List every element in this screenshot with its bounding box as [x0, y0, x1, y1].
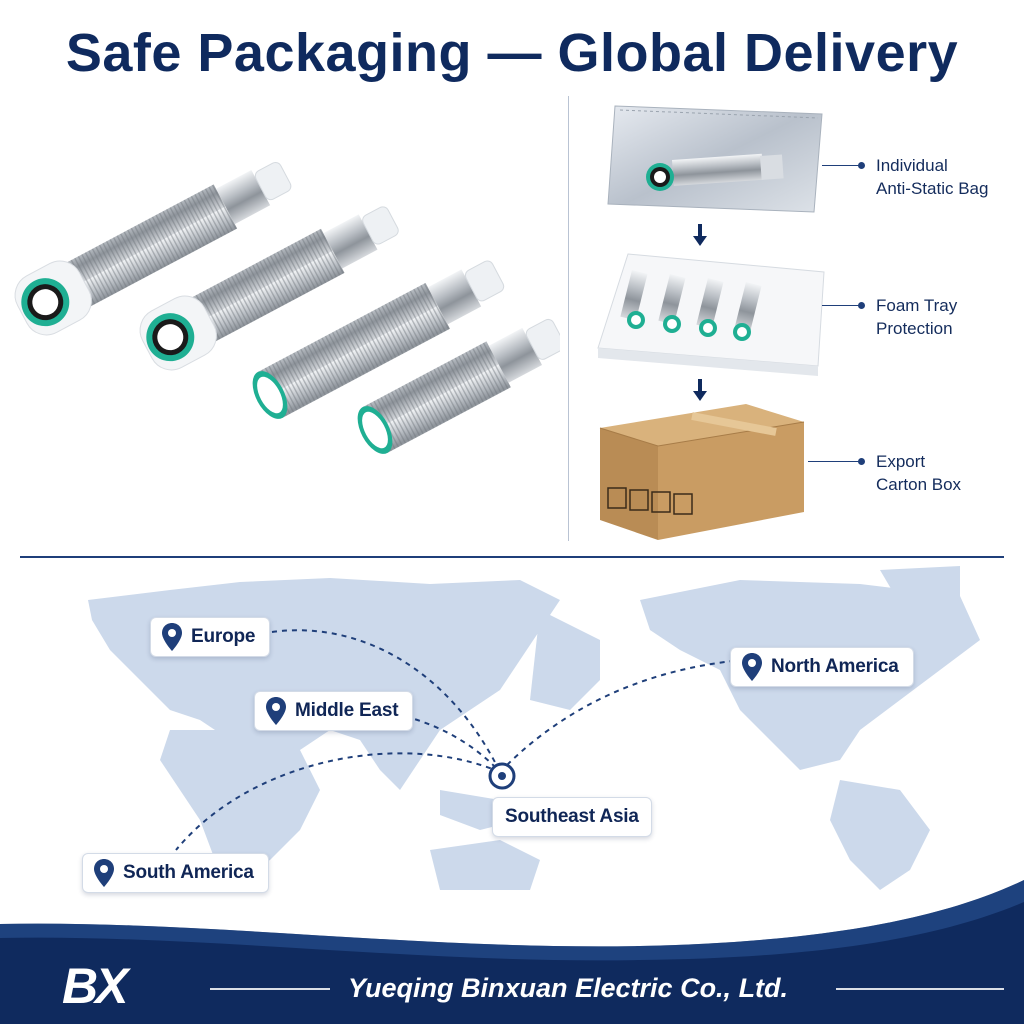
- anti-static-bag-image: [607, 105, 823, 213]
- horizontal-divider: [20, 556, 1004, 558]
- destination-europe: Europe: [150, 617, 271, 657]
- footer-line-left: [210, 988, 330, 990]
- carton-box-image: [599, 404, 805, 540]
- vertical-divider: [568, 96, 569, 541]
- destination-north-america: North America: [730, 647, 914, 687]
- destination-south-america: South America: [82, 853, 269, 893]
- map-pin-icon: [266, 697, 286, 725]
- foam-tray-image: [597, 253, 825, 376]
- sensor-2: [139, 206, 399, 371]
- company-name: Yueqing Binxuan Electric Co., Ltd.: [348, 973, 789, 1003]
- map-pin-icon: [94, 859, 114, 887]
- map-pin-icon: [742, 653, 762, 681]
- down-arrow-icon: [693, 379, 707, 401]
- sensor-1: [14, 161, 292, 336]
- sensor-product-image: [14, 161, 560, 454]
- page-title: Safe Packaging — Global Delivery: [65, 23, 959, 83]
- down-arrow-icon: [693, 224, 707, 246]
- sensor-4: [357, 318, 560, 454]
- map-pin-icon: [162, 623, 182, 651]
- sensor-3: [252, 260, 505, 419]
- destination-middle-east: Middle East: [254, 691, 414, 731]
- world-map: [88, 566, 980, 890]
- hub-marker-icon: [488, 762, 516, 790]
- company-logo: BX: [62, 958, 128, 1014]
- footer-line-right: [836, 988, 1004, 990]
- hub-southeast-asia: Southeast Asia: [492, 797, 652, 837]
